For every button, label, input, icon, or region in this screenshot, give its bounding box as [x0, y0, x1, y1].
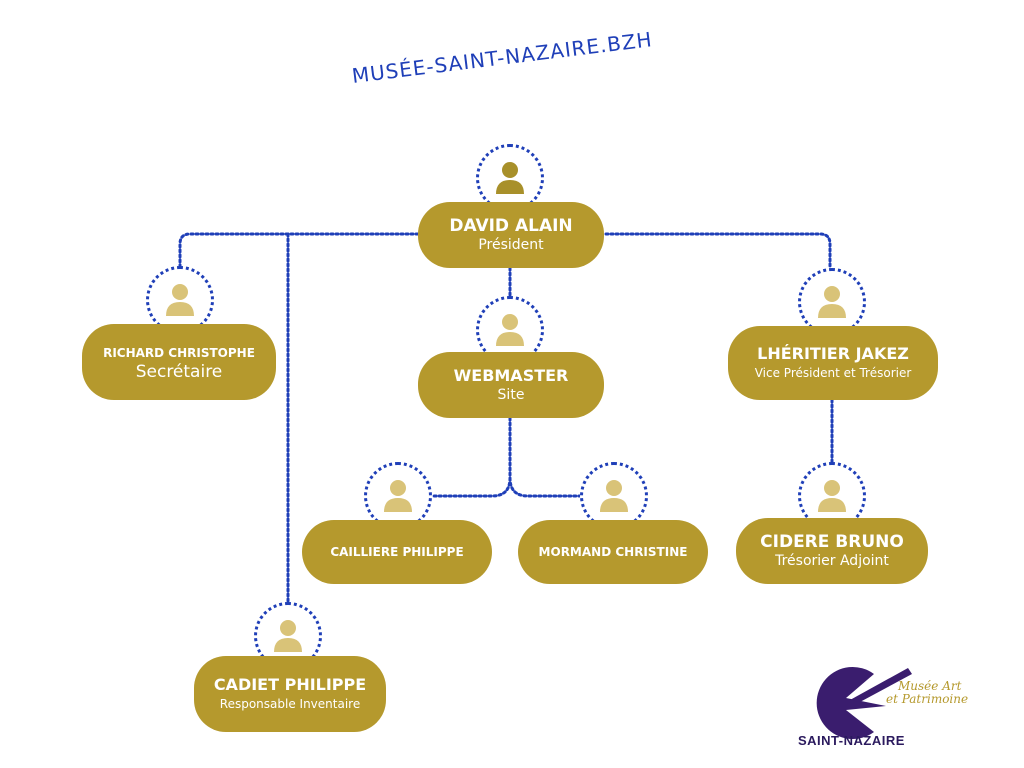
avatar-mormand [580, 462, 648, 530]
card-mormand: MORMAND CHRISTINE [518, 520, 708, 584]
member-name: RICHARD CHRISTOPHE [103, 346, 255, 360]
user-icon [496, 314, 524, 346]
card-secretaire: RICHARD CHRISTOPHE Secrétaire [82, 324, 276, 400]
logo-city: SAINT-NAZAIRE [798, 733, 905, 748]
user-icon [496, 162, 524, 194]
member-name: MORMAND CHRISTINE [538, 545, 688, 559]
member-role: Secrétaire [135, 362, 223, 382]
avatar-president [476, 144, 544, 212]
user-icon [600, 480, 628, 512]
connector-webmaster-children [430, 416, 582, 498]
card-cadiet: CADIET PHILIPPE Responsable Inventaire [194, 656, 386, 732]
member-name: CAILLIERE PHILIPPE [330, 545, 464, 559]
user-icon [818, 286, 846, 318]
member-name: LHÉRITIER JAKEZ [757, 344, 909, 363]
card-president: DAVID ALAIN Président [418, 202, 604, 268]
member-role: Trésorier Adjoint [775, 553, 889, 569]
logo-line-1: Musée Art [898, 679, 962, 693]
user-icon [166, 284, 194, 316]
card-cailliere: CAILLIERE PHILIPPE [302, 520, 492, 584]
connector-president-right [604, 232, 832, 270]
member-role: Vice Président et Trésorier [754, 366, 912, 380]
logo-line-2: et Patrimoine [886, 692, 969, 706]
avatar-cailliere [364, 462, 432, 530]
member-name: DAVID ALAIN [449, 216, 573, 236]
user-icon [818, 480, 846, 512]
member-name: CADIET PHILIPPE [213, 675, 367, 694]
member-role: Site [497, 387, 525, 403]
logo-mark [816, 667, 886, 739]
member-role: Président [478, 237, 544, 253]
user-icon [274, 620, 302, 652]
avatar-vice-president [798, 268, 866, 336]
member-name: WEBMASTER [453, 366, 569, 385]
musee-logo [816, 667, 912, 739]
card-webmaster: WEBMASTER Site [418, 352, 604, 418]
member-name: CIDERE BRUNO [760, 532, 904, 552]
card-vice-president: LHÉRITIER JAKEZ Vice Président et Trésor… [728, 326, 938, 400]
user-icon [384, 480, 412, 512]
connector-president-left [178, 232, 420, 270]
card-cidere: CIDERE BRUNO Trésorier Adjoint [736, 518, 928, 584]
member-role: Responsable Inventaire [219, 697, 361, 711]
avatar-secretaire [146, 266, 214, 334]
